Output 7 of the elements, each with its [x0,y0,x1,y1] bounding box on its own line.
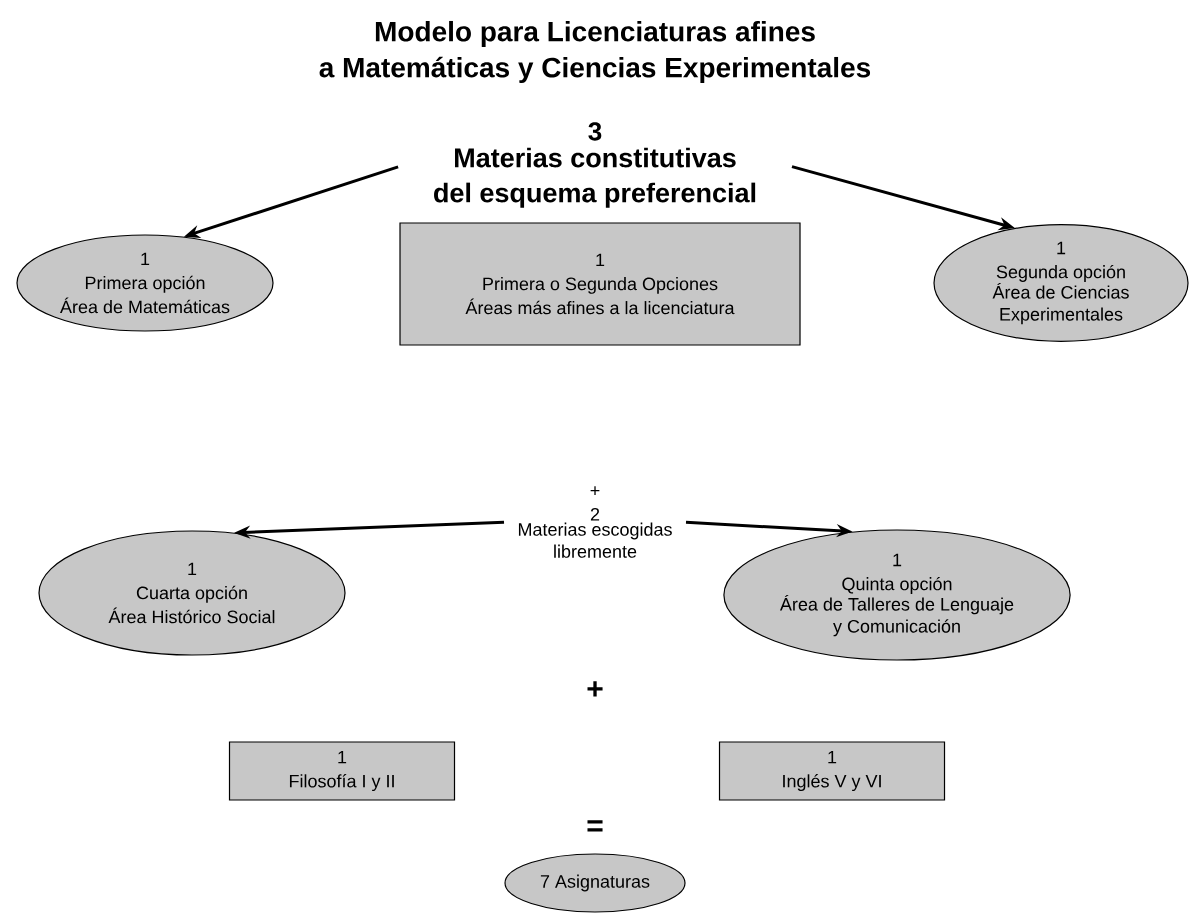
operator-sign: + [587,681,603,697]
heading-text: + 2 Materias escogidas libremente [518,486,672,558]
subject-box: 1 Inglés V y VI [718,741,946,801]
title: Modelo para Licenciaturas afines a Matemáticas y Ciencias Experimentales [319,20,871,84]
subject-box: 1 Filosofía I y II [228,741,456,801]
subject-box: 1 Primera o Segunda Opciones Áreas más afines a la licenciatura [399,222,801,346]
heading-text: 3 Materias constitutivas del esquema preferencial [434,122,756,208]
